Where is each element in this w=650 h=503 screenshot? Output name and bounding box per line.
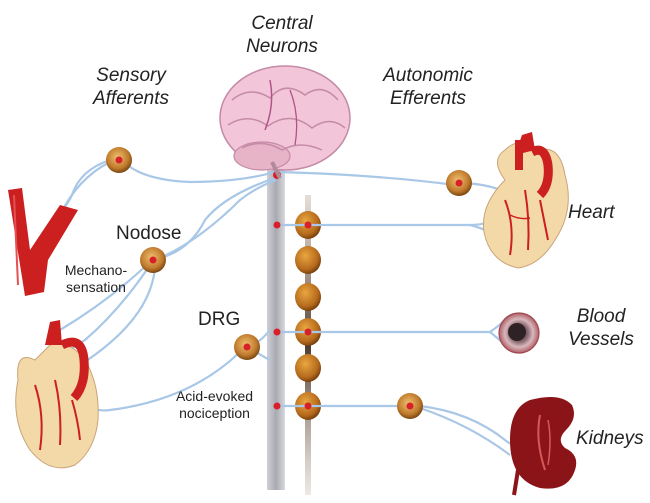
heart-label: Heart — [568, 201, 614, 224]
drg-label: DRG — [198, 309, 240, 331]
central-neurons-label: Central Neurons — [237, 12, 327, 58]
mechano-line1: Mechano- — [56, 262, 136, 279]
blood-vessels-label: Blood Vessels — [560, 305, 642, 351]
central-line1: Central — [237, 12, 327, 35]
brain-illustration — [220, 66, 350, 178]
autonomic-efferents-label: Autonomic Efferents — [368, 64, 488, 110]
blood-vessel-illustration — [499, 313, 539, 353]
blood-line2: Vessels — [560, 328, 642, 351]
autonomic-line1: Autonomic — [368, 64, 488, 87]
ganglion-nodose — [140, 247, 166, 273]
blood-line1: Blood — [560, 305, 642, 328]
sensory-line2: Afferents — [76, 87, 186, 110]
acid-nociception-label: Acid-evoked nociception — [162, 388, 267, 422]
kidney-illustration — [510, 397, 576, 495]
mechano-line2: sensation — [56, 279, 136, 296]
ganglion-sensory-top — [106, 147, 132, 173]
heart-right-illustration — [483, 132, 568, 268]
sensory-line1: Sensory — [76, 64, 186, 87]
acid-line1: Acid-evoked — [162, 388, 267, 405]
acid-line2: nociception — [162, 405, 267, 422]
nodose-label: Nodose — [116, 223, 182, 245]
sympathetic-trunk — [295, 195, 321, 495]
ganglion-kidney — [397, 393, 423, 419]
central-line2: Neurons — [237, 35, 327, 58]
ganglion-drg — [234, 334, 260, 360]
nerve-fibers — [55, 160, 525, 455]
heart-left-illustration — [16, 320, 99, 468]
mechanosensation-label: Mechano- sensation — [56, 262, 136, 296]
autonomic-line2: Efferents — [368, 87, 488, 110]
kidneys-label: Kidneys — [576, 427, 644, 450]
sensory-afferents-label: Sensory Afferents — [76, 64, 186, 110]
ganglion-heart — [446, 170, 472, 196]
